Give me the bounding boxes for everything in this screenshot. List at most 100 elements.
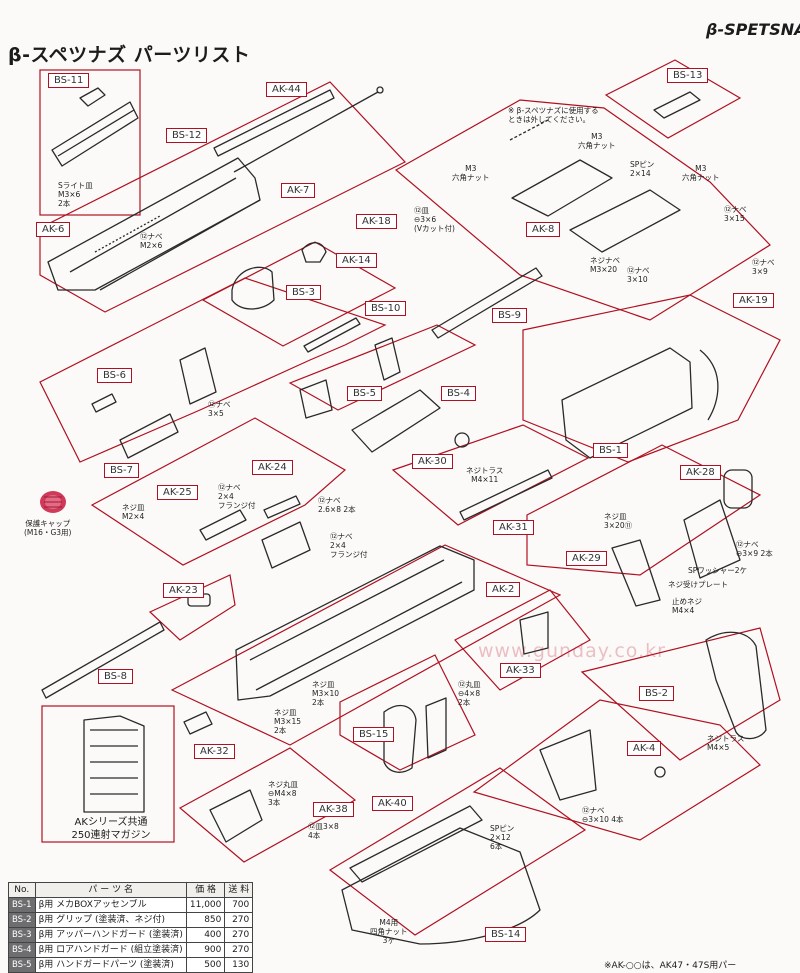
ak40-bs14-frame [328, 767, 587, 936]
note-nabe-2x4-flange-b: ⑫ナベ 2×4 フランジ付 [330, 532, 368, 559]
row-shipping: 270 [224, 927, 254, 943]
label-bs15: BS-15 [353, 727, 395, 742]
row-shipping: 130 [224, 957, 254, 973]
label-ak18: AK-18 [356, 214, 397, 229]
note-s-light: Sライト皿 M3×6 2本 [58, 181, 93, 208]
label-bs11: BS-11 [48, 73, 90, 88]
ak8-frame [394, 99, 771, 321]
ak30-31-frame [391, 424, 590, 526]
row-shipping: 270 [224, 912, 254, 928]
note-sara-3x20: ネジ皿 3×20⑪ [604, 512, 633, 530]
bs15-frame [339, 654, 476, 771]
header-price: 価 格 [185, 882, 226, 898]
note-m4-nut: M4用 四角ナット 3ヶ [370, 918, 408, 945]
row-name: β用 アッパーハンドガード (塗装済) [34, 927, 187, 943]
label-bs7: BS-7 [104, 463, 140, 478]
note-screw-plate: ネジ受けプレート [668, 580, 728, 589]
note-screw-m3x20: ネジナベ M3×20 [590, 256, 620, 274]
label-ak32: AK-32 [194, 744, 235, 759]
label-ak33: AK-33 [500, 663, 541, 678]
label-bs12: BS-12 [166, 128, 208, 143]
row-code: BS-3 [8, 927, 36, 943]
label-bs1: BS-1 [593, 443, 629, 458]
label-ak40: AK-40 [372, 796, 413, 811]
label-bs10: BS-10 [365, 301, 407, 316]
label-ak19: AK-19 [733, 293, 774, 308]
note-sp-washer: SPワッシャー2ケ [688, 566, 748, 575]
note-nabe-2x4-flange-a: ⑫ナベ 2×4 フランジ付 [218, 483, 256, 510]
bs6-10-frame [39, 277, 387, 463]
row-shipping: 700 [224, 897, 254, 913]
row-name: β用 ハンドガードパーツ (塗装済) [34, 957, 187, 973]
row-name: β用 メカBOXアッセンブル [34, 897, 187, 913]
label-bs6: BS-6 [97, 368, 133, 383]
label-ak24: AK-24 [252, 460, 293, 475]
label-ak7: AK-7 [281, 183, 316, 198]
table-row: BS-2 β用 グリップ (塗装済、ネジ付) 850 270 [8, 912, 254, 928]
row-shipping: 270 [224, 942, 254, 958]
label-bs2: BS-2 [639, 686, 675, 701]
note-protect-cap: 保護キャップ (M16・G3用) [24, 519, 72, 537]
note-m3-hex-top: M3 六角ナット [578, 132, 616, 150]
table-header-row: No. パ ー ツ 名 価 格 送 料 [8, 882, 254, 898]
label-ak2: AK-2 [486, 582, 521, 597]
label-ak38: AK-38 [313, 802, 354, 817]
label-bs14: BS-14 [485, 927, 527, 942]
ak33-frame [454, 589, 591, 691]
row-price: 850 [185, 912, 226, 928]
note-maru-m4x8: ネジ丸皿 ⊖M4×8 3本 [268, 780, 298, 807]
note-stop-screw: 止めネジ M4×4 [672, 597, 702, 615]
row-code: BS-2 [8, 912, 36, 928]
label-ak28: AK-28 [680, 465, 721, 480]
ak14-frame [201, 241, 397, 347]
label-ak23: AK-23 [163, 583, 204, 598]
note-sara-m3x15: ネジ皿 M3×15 2本 [274, 708, 302, 735]
bs11-12-frame [39, 69, 141, 216]
note-sp-pin-2x14: SPピン 2×14 [630, 160, 655, 178]
note-m2x6: ⑫ナベ M2×6 [140, 232, 163, 250]
row-name: β用 ロアハンドガード (組立塗装済) [34, 942, 187, 958]
row-code: BS-4 [8, 942, 36, 958]
ak38-frame [178, 747, 357, 863]
row-code: BS-5 [8, 957, 36, 973]
bs2-frame [580, 627, 781, 761]
note-nabe-3x9-2: ⑫ナベ ⊖3×9 2本 [736, 540, 773, 558]
label-ak8: AK-8 [526, 222, 561, 237]
note-truss-m4x11: ネジトラス M4×11 [466, 466, 504, 484]
label-ak44: AK-44 [266, 82, 307, 97]
row-price: 500 [185, 957, 226, 973]
note-sara-m3x10: ネジ皿 M3×10 2本 [312, 680, 340, 707]
row-price: 900 [185, 942, 226, 958]
note-m3-hex-right: M3 六角ナット [682, 164, 720, 182]
ak28-29-frame [526, 444, 762, 576]
parts-price-table: No. パ ー ツ 名 価 格 送 料 BS-1 β用 メカBOXアッセンブル … [8, 882, 254, 973]
ak6-7-frame [39, 81, 406, 313]
label-ak31: AK-31 [493, 520, 534, 535]
label-ak14: AK-14 [336, 253, 377, 268]
magazine-caption-text: AKシリーズ共通 250連射マガジン [71, 817, 151, 841]
note-nabe-3x10-4: ⑫ナベ ⊖3×10 4本 [582, 806, 624, 824]
table-row: BS-4 β用 ロアハンドガード (組立塗装済) 900 270 [8, 942, 254, 958]
note-maru-4x8: ⑫丸皿 ⊖4×8 2本 [458, 680, 481, 707]
note-nabe-3x10: ⑫ナベ 3×10 [627, 266, 650, 284]
ak4-frame [472, 699, 761, 841]
note-truss-m4x5: ネジトラス M4×5 [707, 734, 745, 752]
brand-header: β-SPETSNA [706, 20, 800, 39]
label-bs13: BS-13 [667, 68, 709, 83]
ak2-frame [170, 544, 562, 746]
protect-cap-icon [40, 491, 66, 513]
table-row: BS-3 β用 アッパーハンドガード (塗装済) 400 270 [8, 927, 254, 943]
magazine-frame [41, 705, 175, 843]
note-sara-m2x4: ネジ皿 M2×4 [122, 503, 145, 521]
row-price: 11,000 [185, 897, 226, 913]
ak24-frame [90, 417, 347, 566]
note-nabe-3x9: ⑫ナベ 3×9 [752, 258, 775, 276]
label-ak6: AK-6 [36, 222, 71, 237]
label-bs3: BS-3 [286, 285, 322, 300]
row-name: β用 グリップ (塗装済、ネジ付) [34, 912, 187, 928]
bs5-4-frame [288, 324, 477, 411]
label-bs5: BS-5 [347, 386, 383, 401]
label-bs9: BS-9 [492, 308, 528, 323]
table-row: BS-1 β用 メカBOXアッセンブル 11,000 700 [8, 897, 254, 913]
